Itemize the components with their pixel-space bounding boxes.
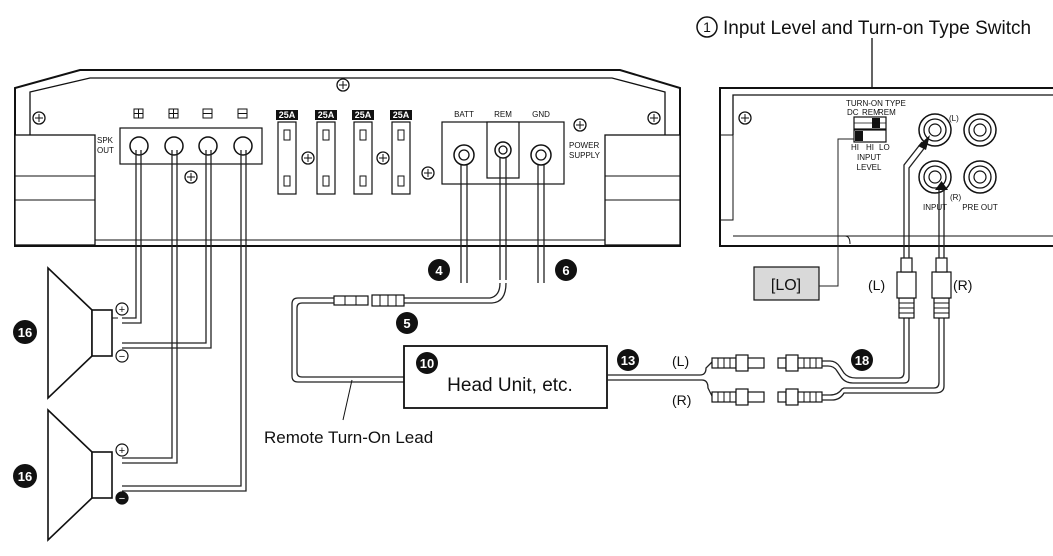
spk-out-label-2: OUT <box>97 146 114 155</box>
badge-rca-cable: 18 <box>851 349 873 371</box>
rem-label-2: REM <box>878 108 896 117</box>
badge-rem: 5 <box>396 312 418 334</box>
minus-terminal-icon <box>115 491 129 505</box>
svg-text:4: 4 <box>435 263 443 278</box>
fuse-label: 25A <box>279 110 296 120</box>
jack-r-label: (R) <box>950 193 961 202</box>
switch-knob[interactable] <box>855 131 863 141</box>
speaker-terminals <box>129 136 253 156</box>
power-supply-label: POWER <box>569 141 599 150</box>
fuse-label: 25A <box>318 110 335 120</box>
svg-text:6: 6 <box>562 263 569 278</box>
terminal-polarity-marks <box>133 108 248 119</box>
speaker-lower: + − <box>47 408 129 542</box>
cable-l-label: (L) <box>672 353 689 369</box>
screw-icon <box>336 78 350 92</box>
setting-value: [LO] <box>771 277 801 294</box>
input-panel: TURN-ON TYPE DC REM REM HI HI LO INPUT L… <box>719 87 1053 247</box>
head-unit-label: Head Unit, etc. <box>447 375 573 396</box>
power-supply-label-2: SUPPLY <box>569 151 601 160</box>
badge-head-unit: 10 <box>416 352 438 374</box>
gnd-label: GND <box>532 110 550 119</box>
turn-on-type-label: TURN-ON TYPE <box>846 99 906 108</box>
rem-label-1: REM <box>862 108 880 117</box>
svg-text:13: 13 <box>621 353 635 368</box>
speaker-wires <box>122 150 247 492</box>
badge-speaker-upper: 16 <box>13 320 37 344</box>
badge-head-out: 13 <box>617 349 639 371</box>
cable-r-label: (R) <box>672 392 691 408</box>
spk-out-label: SPK <box>97 136 114 145</box>
screw-icon <box>184 170 198 184</box>
input-label: INPUT <box>923 203 947 212</box>
screw-icon <box>647 111 661 125</box>
input-level-label-2: LEVEL <box>857 163 882 172</box>
minus-terminal-icon <box>115 349 129 363</box>
hi-label-1: HI <box>851 143 859 152</box>
rca-jacks <box>918 113 997 194</box>
amplifier-panel: SPK OUT 25A 25A 25A 25A <box>14 69 681 247</box>
callout-title: Input Level and Turn-on Type Switch <box>723 18 1031 39</box>
plus-symbol: + <box>119 304 125 316</box>
remote-lead-wire <box>291 297 404 421</box>
rca-cable <box>607 135 952 406</box>
plus-terminal-icon <box>115 302 129 316</box>
hi-label-2: HI <box>866 143 874 152</box>
svg-text:5: 5 <box>403 316 410 331</box>
pre-out-label: PRE OUT <box>962 203 998 212</box>
speaker-upper: + − <box>47 266 129 400</box>
screw-icon <box>376 151 390 165</box>
rem-connector <box>333 294 405 307</box>
callout-number-circle <box>696 16 718 38</box>
svg-text:16: 16 <box>18 469 32 484</box>
head-unit: Head Unit, etc. <box>403 345 608 409</box>
minus-symbol: − <box>119 351 125 363</box>
fuse-label: 25A <box>355 110 372 120</box>
remote-lead-label: Remote Turn-On Lead <box>264 428 433 447</box>
plug-r-label: (R) <box>953 277 972 293</box>
setting-box: [LO] <box>753 138 854 301</box>
input-level-label: INPUT <box>857 153 881 162</box>
lo-label: LO <box>879 143 890 152</box>
plus-terminal-icon <box>115 443 129 457</box>
power-wires <box>404 158 545 304</box>
screw-icon <box>301 151 315 165</box>
fuse-label: 25A <box>393 110 410 120</box>
batt-label: BATT <box>454 110 474 119</box>
plus-symbol: + <box>119 445 125 457</box>
screw-icon <box>573 118 587 132</box>
jack-l-label: (L) <box>949 114 959 123</box>
plug-l-label: (L) <box>868 277 885 293</box>
dc-label: DC <box>847 108 859 117</box>
badge-gnd: 6 <box>555 259 577 281</box>
fuse-block: 25A 25A 25A 25A <box>276 110 412 195</box>
badge-batt: 4 <box>428 259 450 281</box>
minus-symbol: − <box>119 493 125 505</box>
callout-number: 1 <box>703 19 711 35</box>
svg-text:10: 10 <box>420 356 434 371</box>
svg-text:16: 16 <box>18 325 32 340</box>
badge-speaker-lower: 16 <box>13 464 37 488</box>
screw-icon <box>738 111 752 125</box>
screw-icon <box>421 166 435 180</box>
svg-text:18: 18 <box>855 353 869 368</box>
rem-label: REM <box>494 110 512 119</box>
screw-icon <box>32 111 46 125</box>
